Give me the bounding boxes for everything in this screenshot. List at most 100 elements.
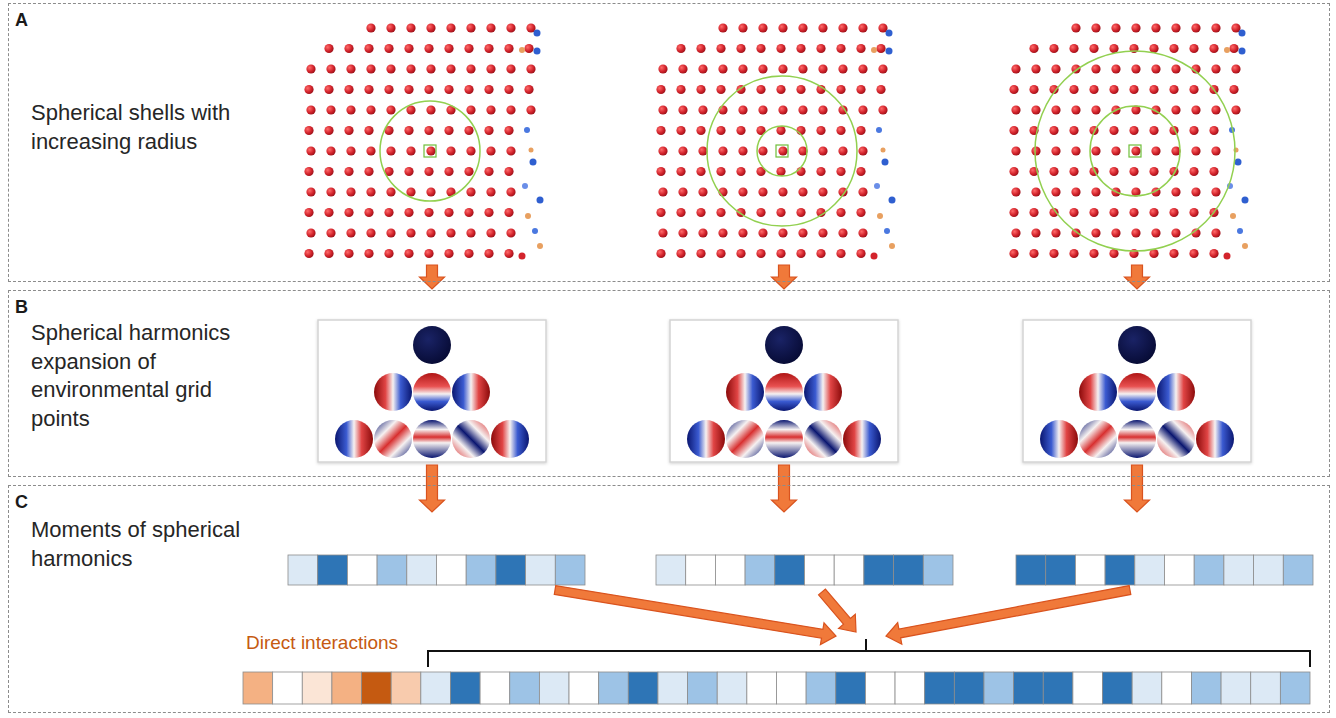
lattice-atom: [736, 44, 745, 53]
lattice-atom: [532, 228, 538, 234]
lattice-atom: [344, 249, 353, 258]
moment-cell: [1105, 555, 1135, 585]
moment-cell: [925, 672, 955, 704]
moment-cell: [834, 555, 864, 585]
lattice-atom: [1071, 187, 1080, 196]
harmonic-sphere: [413, 326, 451, 364]
lattice-atom: [778, 64, 787, 73]
lattice-atom: [484, 44, 493, 53]
lattice-atom: [1069, 44, 1078, 53]
lattice-atom: [696, 126, 705, 135]
lattice-atom: [658, 146, 667, 155]
lattice-atom: [718, 23, 727, 32]
lattice-atom: [678, 228, 687, 237]
lattice-atom: [796, 249, 805, 258]
lattice-atom: [324, 208, 333, 217]
moment-cell: [347, 555, 377, 585]
lattice-atom: [678, 64, 687, 73]
lattice-atom: [466, 228, 475, 237]
lattice-atom: [836, 249, 845, 258]
lattice-atom: [816, 126, 825, 135]
harmonic-sphere: [335, 420, 373, 458]
lattice-atom: [871, 47, 877, 53]
lattice-atom: [838, 64, 847, 73]
moment-cell: [407, 555, 437, 585]
harmonic-sphere: [765, 373, 803, 411]
lattice-atom: [838, 23, 847, 32]
lattice-atom: [678, 146, 687, 155]
lattice-atom: [344, 85, 353, 94]
spherical-shell: [1035, 51, 1235, 251]
lattice-atom: [404, 167, 413, 176]
lattice-atom: [776, 126, 785, 135]
lattice-atom: [537, 243, 543, 249]
lattice-atom: [1235, 159, 1242, 166]
panel-letter: C: [15, 492, 28, 513]
lattice-atom: [1091, 23, 1100, 32]
lattice-atom: [736, 126, 745, 135]
lattice-atom: [326, 146, 335, 155]
lattice-atom: [534, 30, 541, 37]
panel-description: Moments of spherical harmonics: [31, 516, 256, 573]
harmonic-sphere: [726, 420, 764, 458]
lattice-atom: [1224, 253, 1231, 260]
panel: ASpherical shells with increasing radius: [8, 3, 1330, 282]
lattice-atom: [856, 167, 865, 176]
lattice-atom: [1189, 208, 1198, 217]
lattice-atom: [1189, 85, 1198, 94]
lattice-atom: [519, 253, 526, 260]
lattice-atom: [858, 23, 867, 32]
lattice-atom: [698, 187, 707, 196]
lattice-atom: [324, 249, 333, 258]
lattice-atom: [676, 208, 685, 217]
harmonic-sphere: [413, 420, 451, 458]
lattice-atom: [466, 146, 475, 155]
lattice-atom: [537, 197, 544, 204]
lattice-atom: [1089, 249, 1098, 258]
lattice-atom: [504, 167, 513, 176]
lattice-atom: [424, 208, 433, 217]
lattice-atom: [406, 228, 415, 237]
moment-cell: [1043, 672, 1073, 704]
center-marker: [424, 145, 436, 157]
lattice-atom: [1069, 126, 1078, 135]
lattice-atom: [836, 85, 845, 94]
lattice-atom: [1109, 126, 1118, 135]
moment-cell: [437, 555, 467, 585]
lattice-atom: [426, 187, 435, 196]
lattice-atom: [426, 146, 435, 155]
lattice-atom: [676, 249, 685, 258]
lattice-atom: [696, 85, 705, 94]
lattice-atom: [836, 208, 845, 217]
lattice-atom: [484, 249, 493, 258]
lattice-atom: [1151, 146, 1160, 155]
lattice-atom: [696, 167, 705, 176]
lattice-atom: [444, 249, 453, 258]
lattice-atom: [404, 208, 413, 217]
lattice-atom: [1211, 187, 1220, 196]
lattice-atom: [716, 167, 725, 176]
lattice-atom: [1231, 105, 1240, 114]
harmonic-sphere: [1118, 420, 1156, 458]
lattice-atom: [882, 159, 889, 166]
lattice-atom: [1049, 249, 1058, 258]
lattice-atom: [486, 105, 495, 114]
lattice-atom: [676, 44, 685, 53]
lattice-atom: [876, 44, 885, 53]
lattice-atom: [486, 64, 495, 73]
lattice-atom: [738, 228, 747, 237]
lattice-atom: [304, 167, 313, 176]
moment-cell: [1014, 672, 1044, 704]
lattice-atom: [1149, 85, 1158, 94]
lattice-atom: [406, 64, 415, 73]
lattice-atom: [426, 64, 435, 73]
lattice-atom: [1242, 243, 1248, 249]
lattice-atom: [326, 187, 335, 196]
lattice-atom: [1191, 146, 1200, 155]
lattice-atom: [756, 85, 765, 94]
lattice-atom: [484, 167, 493, 176]
lattice-atom: [738, 187, 747, 196]
lattice-atom: [1129, 208, 1138, 217]
lattice-atom: [404, 126, 413, 135]
